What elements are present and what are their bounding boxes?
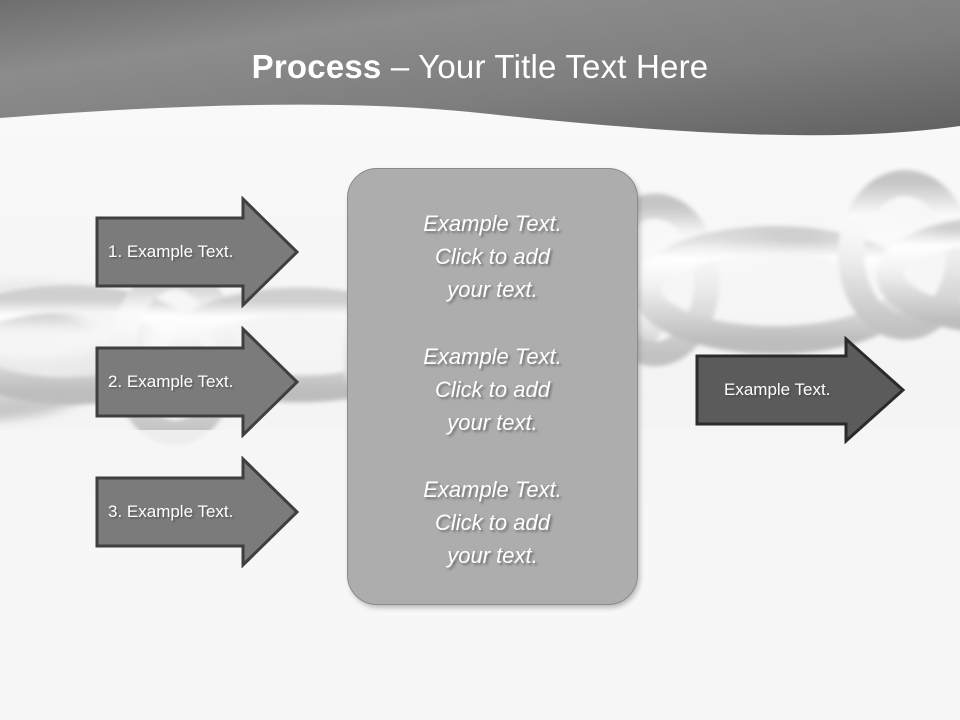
arrow-right-shape-icon (95, 196, 300, 308)
result-arrow[interactable]: Example Text. (694, 336, 906, 444)
arrow-right-shape-icon (95, 456, 300, 568)
page-title: Process – Your Title Text Here (0, 47, 960, 87)
panel-text-block-3[interactable]: Example Text. Click to add your text. (423, 477, 562, 568)
header-banner (0, 0, 960, 136)
arrow-right-shape-icon (695, 336, 906, 444)
process-arrow-1[interactable]: 1. Example Text. (94, 196, 300, 308)
panel-text-block-1[interactable]: Example Text. Click to add your text. (423, 211, 562, 302)
arrow-right-shape-icon (95, 326, 300, 438)
center-text-panel[interactable]: Example Text. Click to add your text. Ex… (347, 168, 638, 605)
process-arrow-3[interactable]: 3. Example Text. (94, 456, 300, 568)
page-title-rest: – Your Title Text Here (390, 48, 709, 85)
page-title-bold: Process (251, 48, 391, 85)
panel-text-block-2[interactable]: Example Text. Click to add your text. (423, 344, 562, 435)
process-arrow-2[interactable]: 2. Example Text. (94, 326, 300, 438)
